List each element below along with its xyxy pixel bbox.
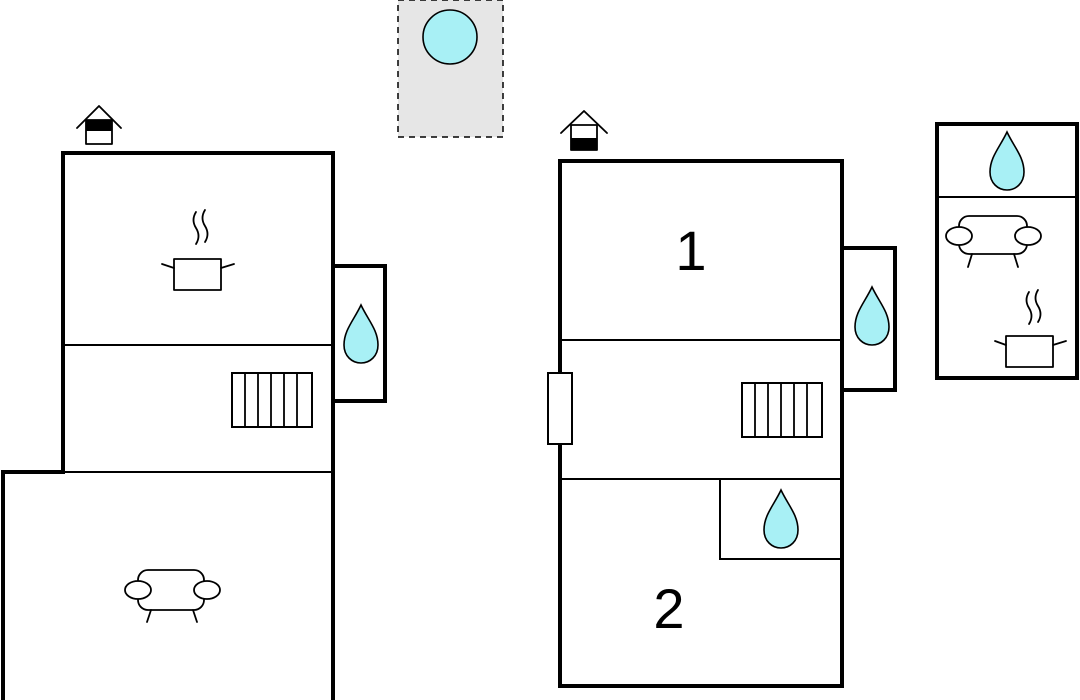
room-number-2: 2: [653, 577, 684, 640]
room-number-1: 1: [675, 219, 706, 282]
stairs-icon: [741, 382, 823, 438]
water-drop-icon: [763, 488, 799, 549]
right-building: [935, 122, 1079, 380]
kitchen-icon: [161, 209, 235, 291]
entrance-icon: [76, 105, 122, 145]
sofa-icon: [124, 569, 221, 623]
water-drop-icon: [854, 285, 890, 346]
stairs-icon: [231, 372, 313, 428]
sofa-icon: [945, 215, 1042, 268]
pool-area: [397, 0, 504, 138]
pool-icon: [422, 9, 478, 65]
water-drop-icon: [989, 130, 1025, 191]
middle-building: 1 2: [547, 110, 897, 688]
entrance-icon: [560, 110, 608, 151]
water-drop-icon: [343, 303, 379, 364]
kitchen-icon: [994, 289, 1067, 368]
door-icon: [547, 372, 573, 445]
left-building: [1, 105, 387, 700]
